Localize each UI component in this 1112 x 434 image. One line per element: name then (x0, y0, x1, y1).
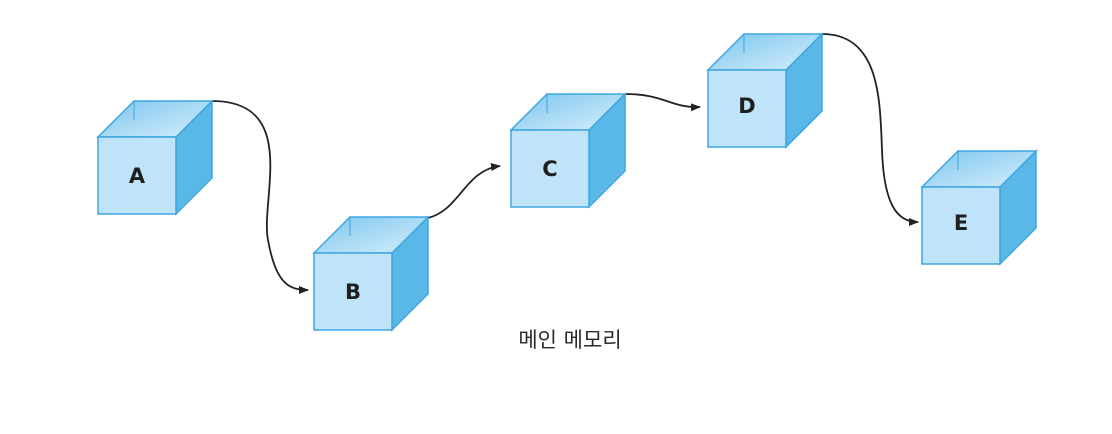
cube-front (97, 136, 177, 215)
cube-front (707, 69, 787, 148)
edges (211, 33, 919, 294)
arrow-a-to-b (211, 100, 309, 294)
node-c-cube: C (509, 92, 627, 209)
node-c-label: C (542, 157, 557, 181)
cube-front (313, 252, 393, 331)
node-b-label: B (345, 280, 361, 304)
node-e-cube: E (920, 149, 1038, 266)
node-a-label: A (129, 164, 146, 188)
arrow-d-to-e (821, 33, 919, 226)
node-d-cube: D (706, 32, 824, 149)
arrow-c-to-d (624, 93, 701, 112)
main-memory-caption: 메인 메모리 (518, 328, 621, 352)
node-d-label: D (738, 94, 755, 118)
cube-front (510, 129, 590, 208)
node-b-cube: B (312, 215, 430, 332)
cube-front (921, 186, 1001, 265)
arrow-b-to-c (427, 163, 501, 219)
node-e-label: E (954, 211, 968, 235)
node-a-cube: A (96, 99, 214, 216)
